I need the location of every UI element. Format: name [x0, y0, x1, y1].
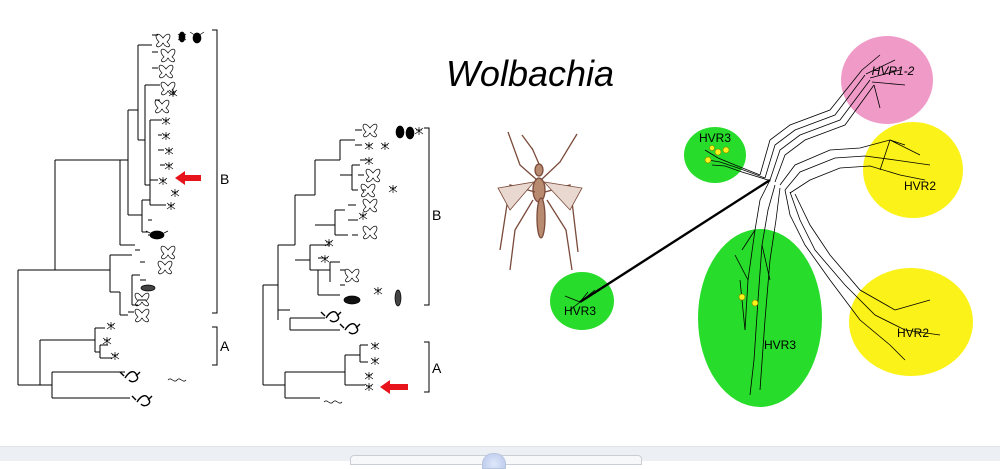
beetle-icon [343, 295, 361, 305]
fly-icon [189, 31, 205, 44]
tree1-clade-b-label: B [220, 171, 229, 187]
red-arrow-icon [175, 171, 201, 185]
insect-icon [370, 357, 380, 365]
group-hvr3c-label: HVR3 [764, 338, 796, 352]
insect-icon [106, 322, 116, 330]
mosquito-icon [497, 131, 583, 271]
tree2-leaf-icons [320, 123, 424, 404]
butterfly-icon [155, 33, 171, 48]
insect-icon [164, 147, 174, 155]
butterfly-icon [158, 64, 174, 79]
scroll-handle[interactable] [482, 453, 506, 469]
network-edges [564, 54, 941, 396]
group-hvr3a-ellipse [684, 127, 746, 183]
red-arrow-icon [380, 380, 408, 394]
scorpion-icon [320, 311, 342, 323]
beetle-icon [405, 126, 415, 140]
insect-icon [324, 239, 334, 247]
scorpion-icon [339, 323, 361, 335]
insect-icon [170, 189, 180, 197]
tree2-brackets [424, 127, 430, 393]
insect-icon [166, 202, 176, 210]
insect-icon [373, 287, 383, 295]
network-node-markers [704, 145, 759, 307]
network-diagram: HVR1-2 HVR3 HVR2 HVR3 HVR3 HVR2 [550, 36, 973, 407]
insect-icon [380, 142, 390, 150]
butterfly-icon [160, 245, 176, 260]
butterfly-icon [134, 308, 150, 323]
scorpion-icon [119, 371, 141, 383]
figure-canvas: Wolbachia [17, 29, 973, 407]
insect-icon [388, 185, 398, 193]
figure-title: Wolbachia [446, 53, 614, 94]
group-hvr3c-ellipse [698, 229, 822, 407]
worm-icon [167, 378, 187, 382]
insect-icon [364, 157, 374, 165]
phylogenetic-tree-1 [17, 34, 166, 399]
tree1-leaf-icons [102, 31, 205, 407]
insect-icon [102, 337, 112, 345]
butterfly-icon [157, 260, 173, 275]
insect-icon [110, 352, 120, 360]
insect-icon [414, 127, 424, 135]
group-hvr12-ellipse [841, 36, 933, 124]
butterfly-icon [160, 48, 176, 63]
insect-icon [177, 31, 187, 43]
butterfly-icon [362, 225, 378, 240]
phylogenetic-tree-2 [262, 129, 368, 399]
scorpion-icon [131, 395, 153, 407]
insect-icon [161, 132, 171, 140]
group-hvr3a-label: HVR3 [699, 131, 731, 145]
butterfly-icon [360, 183, 376, 198]
group-hvr2a-ellipse [863, 122, 963, 218]
group-hvr2a-label: HVR2 [904, 179, 936, 193]
insect-icon [364, 372, 374, 380]
insect-icon [161, 117, 171, 125]
group-hvr3b-label: HVR3 [564, 304, 596, 318]
beetle-icon [145, 230, 169, 240]
group-hvr2b-label: HVR2 [897, 326, 929, 340]
butterfly-icon [134, 292, 150, 307]
butterfly-icon [154, 99, 170, 114]
butterfly-icon [160, 81, 176, 96]
insect-icon [370, 342, 380, 350]
insect-icon [364, 142, 374, 150]
group-hvr12-label: HVR1-2 [872, 64, 915, 78]
insect-icon [358, 212, 368, 220]
insect-icon [320, 255, 330, 263]
tree2-clade-a-label: A [432, 360, 442, 376]
bottom-toolbar [0, 446, 1000, 469]
worm-icon [323, 400, 343, 404]
insect-icon [364, 383, 374, 391]
butterfly-icon [362, 198, 378, 213]
beetle-icon [394, 289, 402, 307]
insect-icon [158, 177, 168, 185]
tree1-clade-a-label: A [220, 338, 230, 354]
group-hvr2b-ellipse [849, 268, 973, 376]
beetle-icon [395, 125, 405, 139]
butterfly-icon [362, 123, 378, 138]
butterfly-icon [365, 168, 381, 183]
insect-icon [164, 162, 174, 170]
insect-icon [168, 89, 178, 97]
tree1-brackets [212, 29, 218, 366]
tree2-clade-b-label: B [432, 207, 441, 223]
beetle-icon [140, 284, 156, 292]
butterfly-icon [344, 268, 360, 283]
